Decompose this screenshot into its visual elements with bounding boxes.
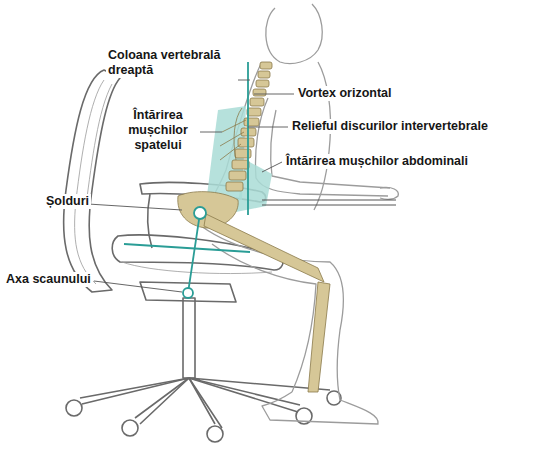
abdominal-label: Întărirea mușchilor abdominali <box>284 154 470 169</box>
disc-label: Relieful discurilor intervertebrale <box>290 119 490 134</box>
leader-lines <box>88 80 294 292</box>
vortex-label: Vortex orizontal <box>296 86 394 101</box>
axis-lines <box>124 62 250 298</box>
seat-axis-label: Axa scaunului <box>4 272 93 287</box>
spine <box>178 62 330 392</box>
desk-edge <box>262 200 396 205</box>
spine-label: Coloana vertebrală dreaptă <box>106 48 244 78</box>
back-muscle-label: Întărirea mușchilor spatelui <box>116 108 200 153</box>
hips-label: Șolduri <box>44 194 91 209</box>
